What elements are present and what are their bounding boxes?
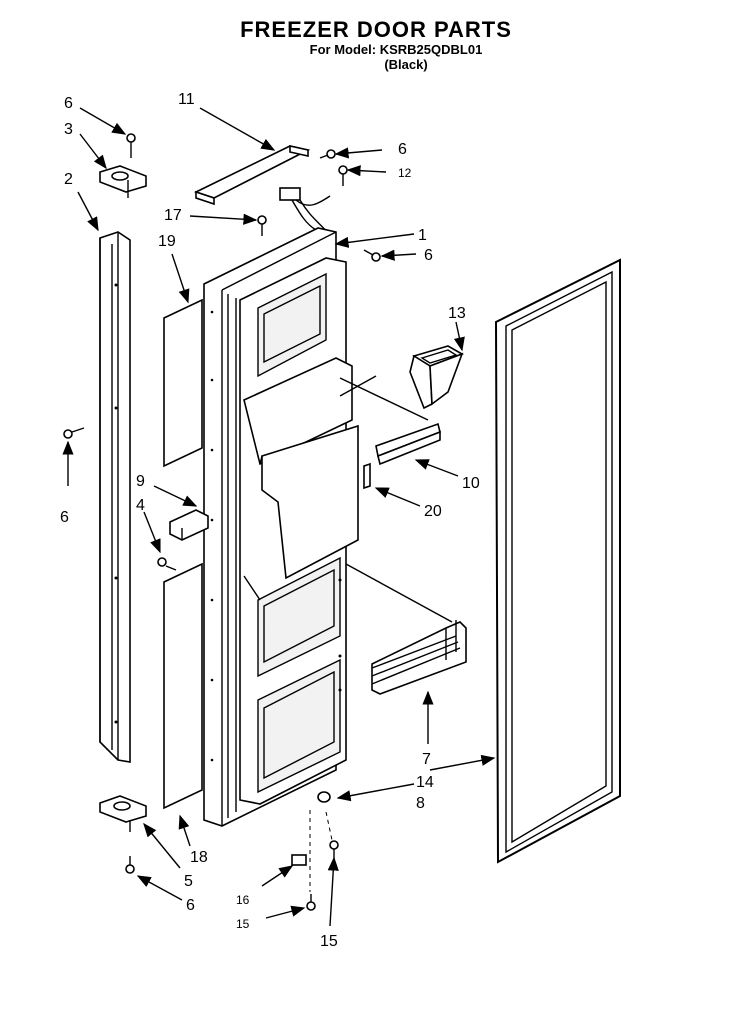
callout-16: 16 <box>236 893 250 907</box>
part-shelf-bar <box>371 620 467 695</box>
model-line: For Model: KSRB25QDBL01 <box>309 42 483 57</box>
part-door-liner <box>203 227 359 827</box>
part-hinge-trim <box>99 231 131 763</box>
callout-6-left: 6 <box>60 509 69 526</box>
part-rail <box>375 422 441 466</box>
part-top-hinge <box>99 165 147 198</box>
callout-6-top-right: 6 <box>398 141 407 158</box>
callout-19: 19 <box>158 233 176 250</box>
callout-12: 12 <box>398 166 412 180</box>
callout-5: 5 <box>184 873 193 890</box>
callout-labels: 6 3 2 6 11 6 12 17 19 1 6 13 10 20 9 4 7… <box>60 91 480 950</box>
part-bracket <box>169 509 209 541</box>
part-top-cap <box>193 145 311 206</box>
callout-18: 18 <box>190 849 208 866</box>
part-lower-panel <box>163 562 203 810</box>
part-door-gasket <box>494 258 621 864</box>
callout-20: 20 <box>424 503 442 520</box>
screw-icon <box>63 133 381 911</box>
diagram-title: FREEZER DOOR PARTS <box>240 17 512 42</box>
callout-6-right: 6 <box>424 247 433 264</box>
callout-7: 7 <box>422 751 431 768</box>
part-ice-chute <box>409 345 464 410</box>
color-line: (Black) <box>384 57 428 72</box>
callout-arrows <box>62 107 496 927</box>
alignment-lines <box>309 810 333 892</box>
callout-10: 10 <box>462 475 480 492</box>
callout-17: 17 <box>164 207 182 224</box>
assembly-leaders <box>339 375 453 623</box>
callout-6-bottom: 6 <box>186 897 195 914</box>
callout-3: 3 <box>64 121 73 138</box>
callout-13: 13 <box>448 305 466 322</box>
part-upper-panel <box>163 298 203 468</box>
callout-8: 8 <box>416 795 425 812</box>
callout-15-left: 15 <box>236 917 250 931</box>
title-block: FREEZER DOOR PARTS For Model: KSRB25QDBL… <box>0 17 752 73</box>
callout-4: 4 <box>136 497 145 514</box>
part-cam <box>291 791 331 866</box>
callout-11: 11 <box>178 91 195 108</box>
callout-6-top-left: 6 <box>64 95 73 112</box>
part-clip <box>363 462 371 490</box>
callout-2: 2 <box>64 171 73 188</box>
part-bottom-hinge <box>99 795 147 832</box>
callout-1: 1 <box>418 227 427 244</box>
callout-15-bottom: 15 <box>320 933 338 950</box>
callout-14: 14 <box>416 774 434 791</box>
callout-9: 9 <box>136 473 145 490</box>
